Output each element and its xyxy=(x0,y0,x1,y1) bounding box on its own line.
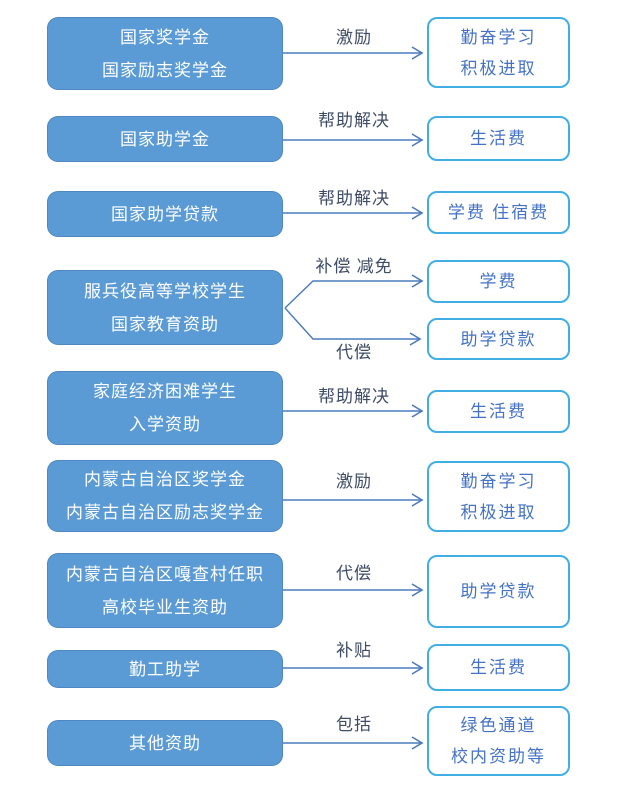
source-box-region-scholarship: 内蒙古自治区奖学金 内蒙古自治区励志奖学金 xyxy=(47,460,283,532)
relation-label-row7: 代偿 xyxy=(336,564,372,583)
source-box-national-scholarship: 国家奖学金 国家励志奖学金 xyxy=(47,17,283,90)
relation-label-row5: 帮助解决 xyxy=(318,387,390,406)
target-box-diligent-study-1: 勤奋学习 积极进取 xyxy=(427,17,570,88)
target-box-student-loan-1: 助学贷款 xyxy=(427,318,570,360)
target-box-living-cost-1: 生活费 xyxy=(427,116,570,161)
source-box-military-service-aid: 服兵役高等学校学生 国家教育资助 xyxy=(47,270,283,345)
arrow-row4-upper-branch xyxy=(284,274,424,309)
relation-label-row3: 帮助解决 xyxy=(318,189,390,208)
relation-label-row8: 补贴 xyxy=(336,641,372,660)
relation-label-row4-upper: 补偿 减免 xyxy=(315,257,393,276)
target-box-living-cost-2: 生活费 xyxy=(427,390,570,433)
target-box-diligent-study-2: 勤奋学习 积极进取 xyxy=(427,461,570,532)
source-box-village-graduate-aid: 内蒙古自治区嘎查村任职 高校毕业生资助 xyxy=(47,553,283,628)
relation-label-row4-lower: 代偿 xyxy=(336,343,372,362)
target-box-tuition-lodging: 学费 住宿费 xyxy=(427,191,570,234)
source-box-enrollment-aid: 家庭经济困难学生 入学资助 xyxy=(47,371,283,445)
relation-label-row6: 激励 xyxy=(336,472,372,491)
relation-label-row9: 包括 xyxy=(336,715,372,734)
target-box-living-cost-3: 生活费 xyxy=(427,644,570,691)
source-box-national-student-loan: 国家助学贷款 xyxy=(47,191,283,237)
source-box-other-aid: 其他资助 xyxy=(47,720,283,766)
target-box-tuition: 学费 xyxy=(427,260,570,303)
target-box-student-loan-2: 助学贷款 xyxy=(427,555,570,628)
target-box-green-channel: 绿色通道 校内资助等 xyxy=(427,706,570,776)
arrow-row4-lower-branch xyxy=(284,307,422,346)
source-box-national-grant: 国家助学金 xyxy=(47,116,283,162)
relation-label-row1: 激励 xyxy=(336,28,372,47)
relation-label-row2: 帮助解决 xyxy=(318,111,390,130)
source-box-work-study: 勤工助学 xyxy=(47,650,283,688)
